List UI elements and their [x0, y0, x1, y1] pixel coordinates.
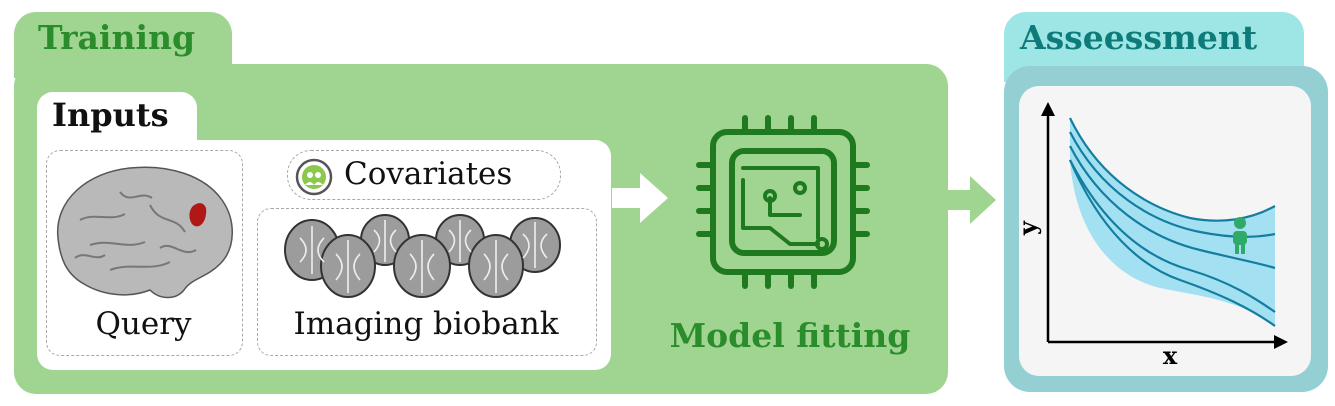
percentile-curve — [1069, 145, 1276, 270]
percentile-band — [1070, 118, 1275, 326]
brain-slices-icon — [284, 214, 561, 298]
arrow-right-icon — [946, 176, 996, 224]
covariates-icon — [295, 158, 333, 196]
assessment-plot: x y — [1013, 102, 1288, 370]
assessment-title: Asseessment — [1020, 18, 1258, 57]
chip-icon — [696, 115, 870, 289]
percentile-curve — [1069, 159, 1276, 313]
biobank-label: Imaging biobank — [293, 306, 559, 342]
inputs-title: Inputs — [52, 96, 169, 134]
biobank-box — [257, 208, 597, 356]
covariates-box — [287, 150, 561, 200]
model-fitting-label: Model fitting — [669, 316, 911, 355]
percentile-curve — [1068, 159, 1276, 327]
arrow-right-icon — [612, 173, 668, 223]
brain-icon — [57, 166, 233, 299]
y-axis-label: y — [1013, 220, 1042, 236]
covariates-label: Covariates — [344, 156, 513, 192]
query-box — [46, 150, 243, 356]
query-label: Query — [95, 306, 192, 342]
person-icon — [1233, 217, 1247, 254]
training-title: Training — [38, 18, 196, 57]
x-axis-label: x — [1163, 341, 1178, 370]
query-region-icon — [189, 203, 207, 227]
percentile-curve — [1069, 117, 1276, 222]
percentile-curve — [1069, 131, 1276, 238]
